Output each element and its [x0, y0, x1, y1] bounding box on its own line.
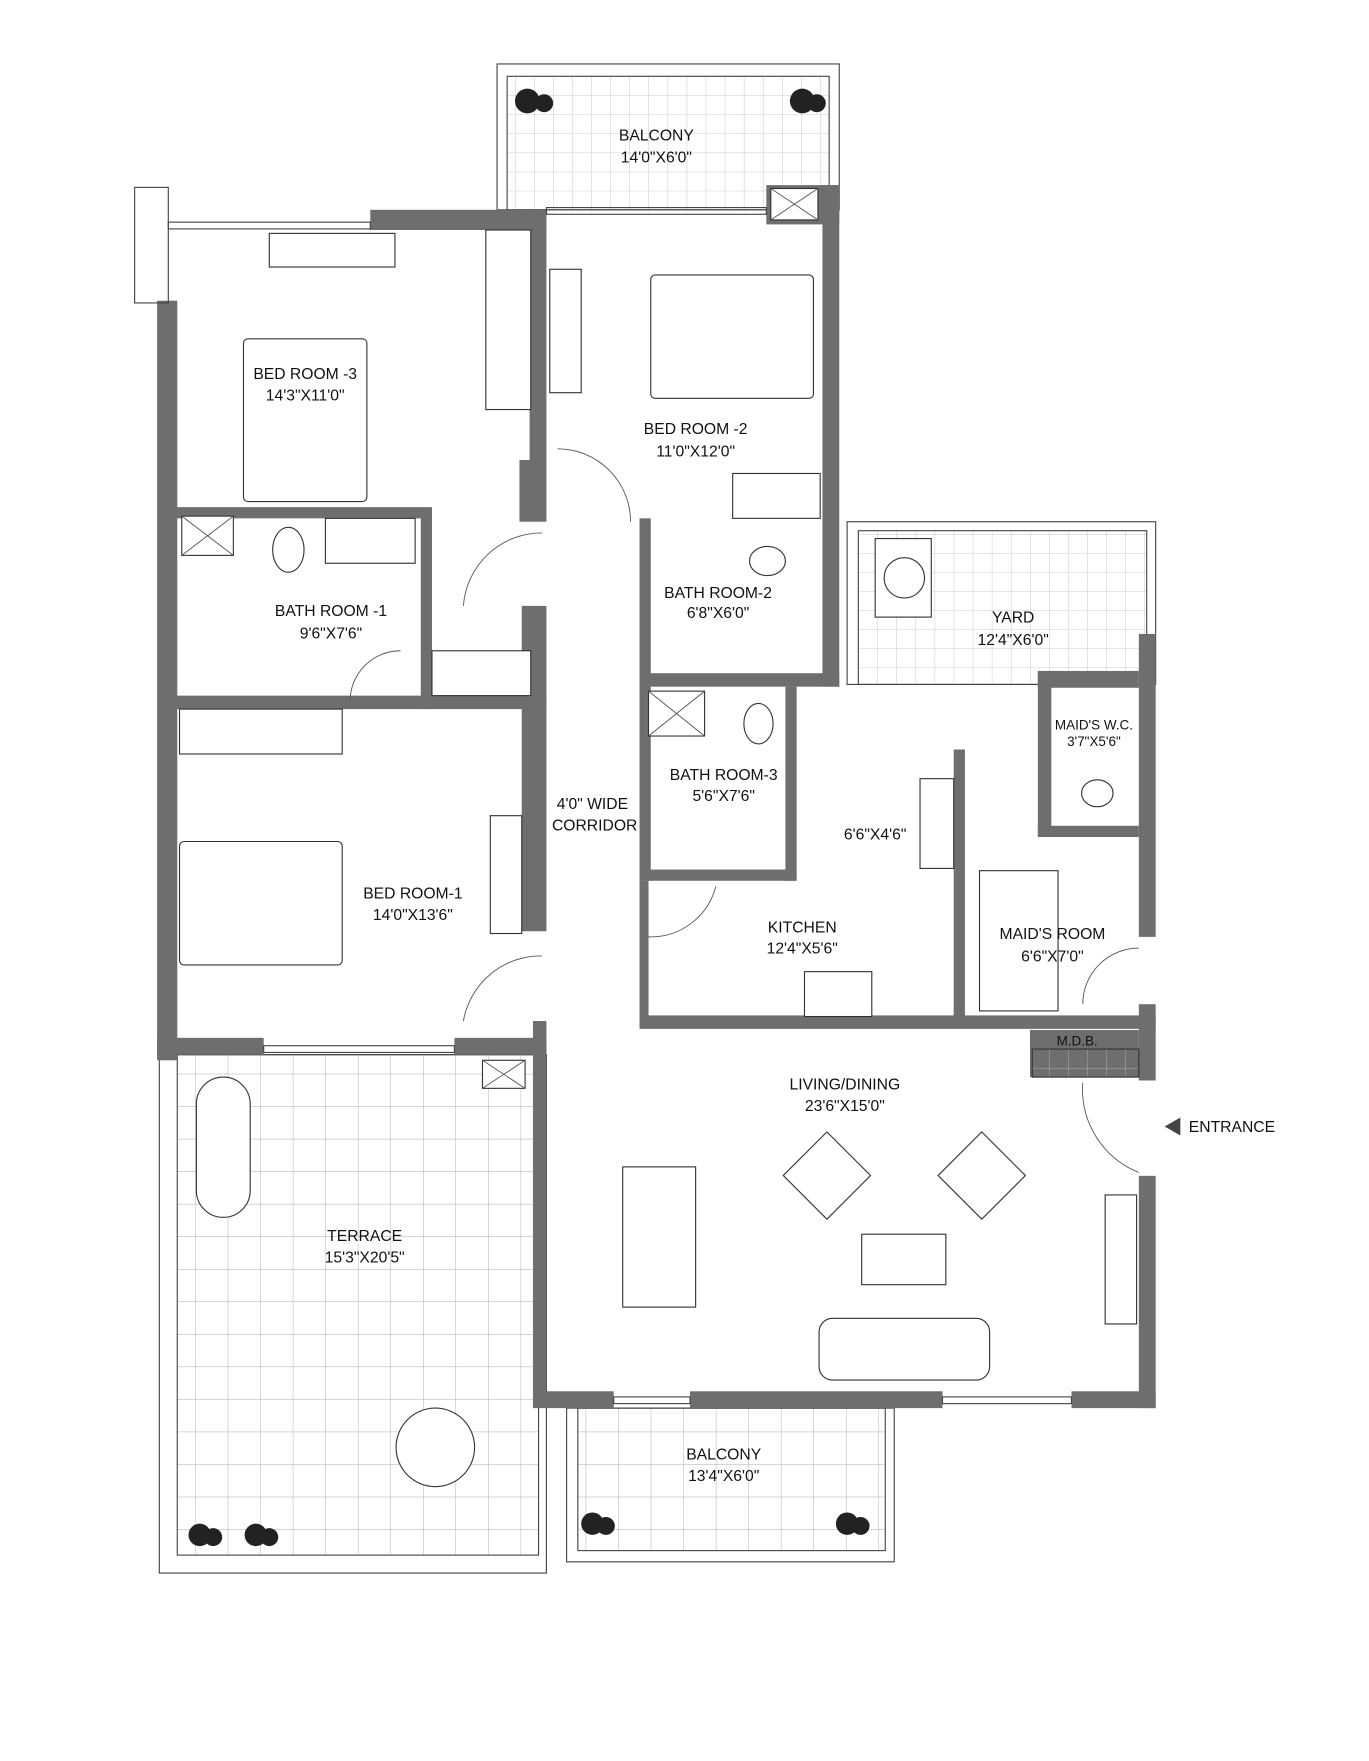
maids-room-name: MAID'S ROOM [1000, 926, 1106, 943]
bathroom1-size: 9'6"X7'6" [300, 625, 363, 642]
door-swings [349, 448, 1139, 1173]
terrace-size: 15'3"X20'5" [325, 1249, 405, 1266]
living-name: LIVING/DINING [790, 1076, 901, 1093]
room-labels: BALCONY 14'0"X6'0" BED ROOM -3 14'3"X11'… [253, 127, 1275, 1485]
bedroom1-name: BED ROOM-1 [363, 886, 462, 903]
balcony-top-name: BALCONY [619, 127, 695, 144]
bed-icon [650, 274, 815, 399]
entrance-arrow-icon [1164, 1117, 1181, 1136]
plant-icon [188, 88, 870, 1547]
bedroom2-name: BED ROOM -2 [644, 421, 748, 438]
windows [134, 186, 1073, 1405]
maids-wc-size: 3'7"X5'6" [1067, 734, 1121, 749]
maids-room-size: 6'6"X7'0" [1021, 949, 1084, 966]
furniture [178, 229, 1140, 1488]
mdb-label: M.D.B. [1057, 1034, 1098, 1049]
bathroom3-name: BATH ROOM-3 [670, 767, 778, 784]
balcony-bottom-name: BALCONY [686, 1447, 762, 1464]
corridor-width: 4'0" WIDE [557, 796, 628, 813]
bedroom3-name: BED ROOM -3 [253, 366, 357, 383]
kitchen-name: KITCHEN [768, 919, 837, 936]
bathroom2-size: 6'8"X6'0" [687, 605, 750, 622]
bathroom2-name: BATH ROOM-2 [664, 585, 772, 602]
bathroom3-size: 5'6"X7'6" [692, 788, 755, 805]
bedroom3-size: 14'3"X11'0" [266, 388, 345, 405]
balcony-bottom-area [566, 1407, 895, 1563]
living-size: 23'6"X15'0" [805, 1098, 885, 1115]
shaft-icon [181, 187, 819, 1089]
store-size: 6'6"X4'6" [844, 826, 907, 843]
kitchen-size: 12'4"X5'6" [767, 941, 838, 958]
yard-size: 12'4"X6'0" [978, 632, 1049, 649]
balcony-bottom-size: 13'4"X6'0" [688, 1468, 759, 1485]
yard-name: YARD [992, 610, 1034, 627]
maids-wc-name: MAID'S W.C. [1055, 717, 1133, 732]
bedroom1-size: 14'0"X13'6" [373, 907, 453, 924]
terrace-name: TERRACE [327, 1228, 402, 1245]
bedroom2-size: 11'0"X12'0" [656, 444, 735, 461]
entrance-label: ENTRANCE [1189, 1119, 1275, 1136]
corridor-label: CORRIDOR [552, 817, 637, 834]
bathroom1-name: BATH ROOM -1 [275, 603, 387, 620]
bed-icon [178, 840, 343, 966]
walls [157, 185, 1156, 1409]
balcony-top-size: 14'0"X6'0" [621, 150, 692, 167]
bed-icon [242, 338, 368, 503]
